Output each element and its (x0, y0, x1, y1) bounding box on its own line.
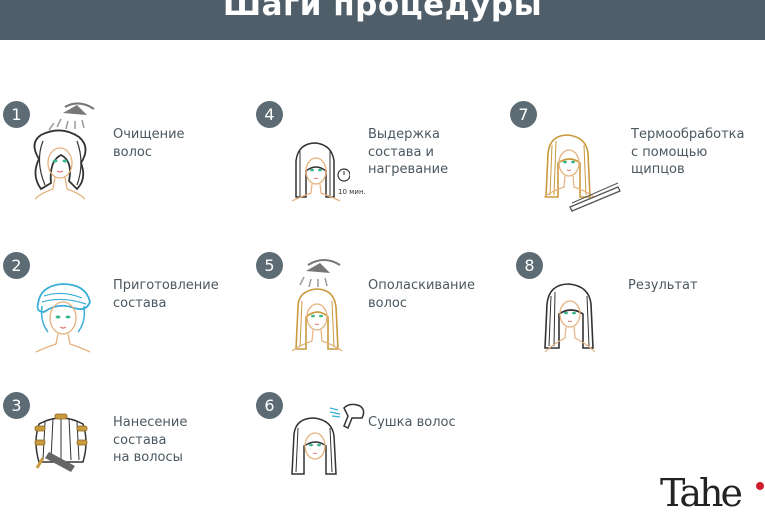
step-number-badge: 1 (3, 101, 30, 128)
step-label: Приготовление состава (113, 278, 219, 311)
woman-hair-towel-icon (35, 283, 91, 353)
step-label: Термообработка с помощью щипцов (631, 127, 745, 177)
step-2: 2 Приготовление состава (3, 252, 243, 357)
step-number-badge: 8 (516, 252, 543, 279)
timer-label: 10 мин. (338, 188, 366, 196)
woman-straight-hair-icon (544, 283, 596, 353)
step-8: 8 Результат (516, 252, 761, 357)
step-number-badge: 2 (3, 252, 30, 279)
header-banner: Шаги процедуры (0, 0, 765, 40)
step-number-badge: 5 (256, 252, 283, 279)
woman-hair-dryer-icon (291, 403, 365, 475)
step-label: Ополаскивание волос (368, 278, 475, 311)
step-5: 5 Ополаскивание волос (256, 252, 501, 357)
step-label: Сушка волос (368, 415, 456, 430)
woman-under-shower-icon (33, 102, 95, 200)
step-label: Нанесение состава на волосы (113, 415, 188, 465)
step-6: 6 Сушка волос (256, 392, 501, 482)
blonde-woman-shower-icon (291, 259, 343, 352)
tahe-logo: Tahe (660, 471, 743, 515)
hair-clips-comb-icon (34, 413, 88, 472)
step-number-badge: 3 (3, 392, 30, 419)
step-number-badge: 4 (256, 101, 283, 128)
woman-timer-icon (291, 142, 350, 202)
step-label: Выдержка состава и нагревание (368, 127, 449, 177)
step-3: 3 Нанесение состава на волосы (3, 392, 243, 482)
step-label: Очищение волос (113, 127, 185, 160)
step-4: 4 10 мин. Выдержка состава и нагревание (256, 101, 501, 211)
step-7: 7 Термообработка с помощью щипцов (510, 101, 760, 212)
step-1: 1 Очищение волос (3, 101, 243, 211)
step-number-badge: 6 (256, 392, 283, 419)
step-label: Результат (628, 278, 698, 293)
step-number-badge: 7 (510, 101, 537, 128)
page-title: Шаги процедуры (222, 0, 543, 23)
woman-flat-iron-icon (543, 134, 621, 212)
logo-accent-dot (756, 482, 764, 490)
